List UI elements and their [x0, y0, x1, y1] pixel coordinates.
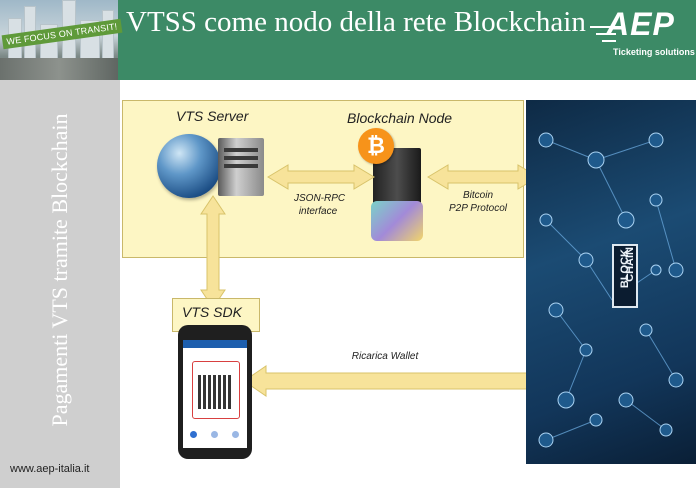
- page-title: VTSS come nodo della rete Blockchain: [126, 6, 586, 38]
- qr-code-icon: [198, 375, 232, 409]
- phone-app-bar: [183, 340, 247, 348]
- logo-line: [590, 26, 616, 28]
- phone-nav-dot: [211, 431, 218, 438]
- logo-mark: AEP: [606, 6, 675, 42]
- blockchain-badge: BLOCK: [612, 244, 638, 308]
- drive-slot: [224, 156, 258, 160]
- bitcoin-icon: ₿: [358, 128, 394, 164]
- vts-sdk-label: VTS SDK: [182, 304, 242, 320]
- blockchain-word-2: CHAIN: [624, 247, 636, 282]
- logo-line: [596, 33, 616, 35]
- p2p-arrow: [427, 164, 539, 190]
- road: [0, 58, 118, 80]
- phone-nav-dot: [232, 431, 239, 438]
- blockchain-network-image: [526, 100, 696, 464]
- sdk-arrow: [200, 195, 226, 309]
- json-rpc-label: JSON-RPC: [294, 193, 346, 204]
- company-logo: [586, 6, 690, 64]
- p2p-protocol-label: P2P Protocol: [449, 203, 507, 214]
- ricarica-arrow: [243, 365, 533, 397]
- phone-nav-dot: [190, 431, 197, 438]
- logo-subtitle: Ticketing solutions: [613, 47, 695, 57]
- json-rpc-arrow: [267, 164, 375, 190]
- ricarica-wallet-label: Ricarica Wallet: [351, 351, 419, 362]
- globe-icon: [157, 134, 221, 198]
- wallet-icon: [371, 201, 423, 241]
- drive-slot: [224, 148, 258, 152]
- interface-label: interface: [298, 206, 338, 217]
- server-icon: [218, 138, 264, 196]
- drive-slot: [224, 164, 258, 168]
- side-band: [0, 80, 120, 488]
- website-link[interactable]: www.aep-italia.it: [10, 463, 90, 475]
- logo-line: [602, 40, 616, 42]
- blockchain-node-label: Blockchain Node: [347, 110, 453, 126]
- network-lines: [538, 132, 684, 448]
- bitcoin-label: Bitcoin: [462, 190, 493, 201]
- vts-server-label: VTS Server: [176, 108, 249, 124]
